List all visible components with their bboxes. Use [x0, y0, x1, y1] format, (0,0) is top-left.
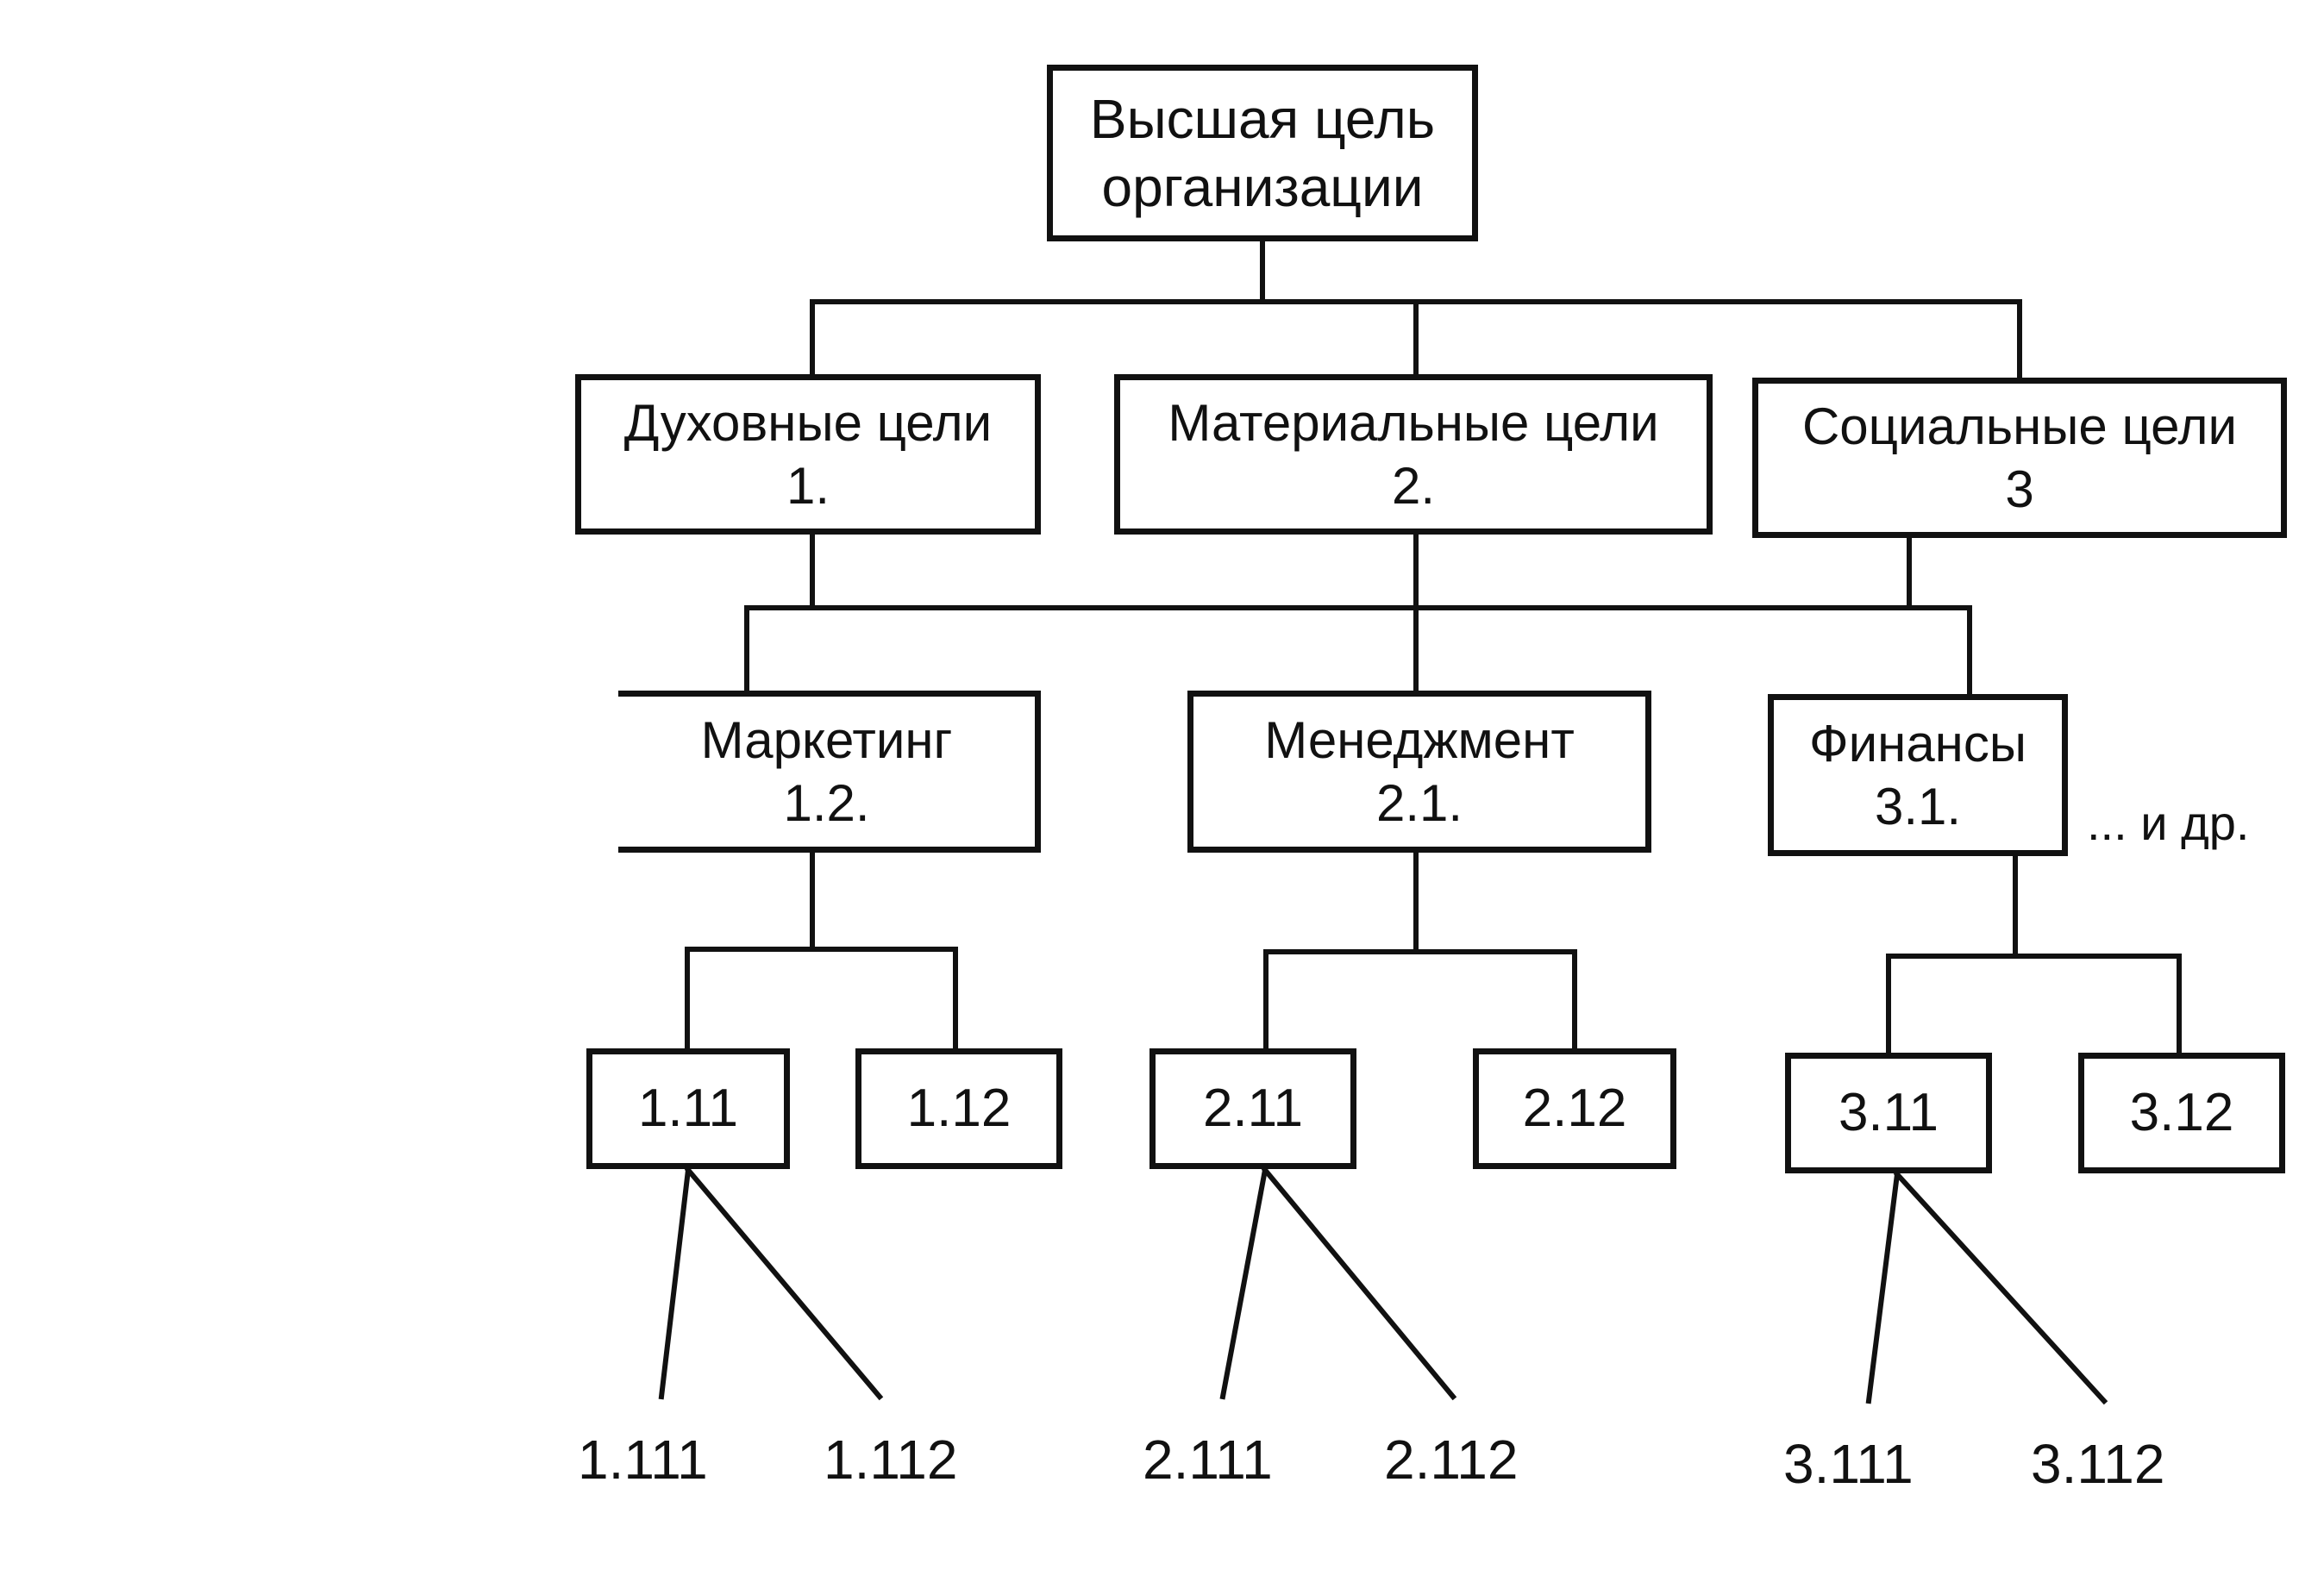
goal-box-material: Материальные цели 2. — [1114, 374, 1713, 535]
subgoal-code: 2.1. — [1375, 774, 1463, 832]
leaf-label-3-111: 3.111 — [1783, 1433, 1914, 1495]
subgoal-title: Маркетинг — [700, 710, 953, 769]
task-code: 3.12 — [2129, 1083, 2234, 1143]
leaf-label-1-111: 1.111 — [578, 1429, 708, 1491]
task-box-1-11: 1.11 — [586, 1048, 790, 1169]
more-goals-note: ... и др. — [2087, 796, 2250, 850]
goal-title: Духовные цели — [623, 393, 993, 452]
subgoal-box-marketing: Маркетинг 1.2. — [618, 691, 1041, 853]
goal-code: 3 — [2005, 460, 2034, 518]
leaf-label-1-112: 1.112 — [824, 1429, 958, 1491]
subgoal-code: 1.2. — [783, 774, 870, 832]
task-code: 2.12 — [1522, 1079, 1627, 1139]
leaf-label-2-111: 2.111 — [1143, 1429, 1273, 1491]
task-box-3-11: 3.11 — [1785, 1053, 1992, 1173]
task-box-1-12: 1.12 — [855, 1048, 1062, 1169]
subgoal-title: Менеджмент — [1264, 710, 1575, 769]
task-box-2-11: 2.11 — [1149, 1048, 1356, 1169]
task-code: 1.12 — [906, 1079, 1012, 1139]
task-code: 3.11 — [1838, 1083, 1939, 1143]
goal-box-social: Социальные цели 3 — [1752, 378, 2287, 538]
subgoal-box-finance: Финансы 3.1. — [1768, 694, 2068, 856]
subgoal-code: 3.1. — [1874, 778, 1962, 835]
goal-code: 2. — [1391, 457, 1436, 515]
leaf-label-2-112: 2.112 — [1384, 1429, 1519, 1491]
root-goal-box: Высшая цель организации — [1047, 65, 1478, 241]
subgoal-box-management: Менеджмент 2.1. — [1187, 691, 1651, 853]
root-goal-line1: Высшая цель — [1089, 88, 1436, 151]
task-code: 2.11 — [1202, 1079, 1304, 1139]
leaf-label-3-112: 3.112 — [2031, 1433, 2165, 1495]
goal-title: Материальные цели — [1168, 393, 1659, 452]
task-code: 1.11 — [637, 1079, 739, 1139]
goal-title: Социальные цели — [1801, 397, 2238, 455]
task-box-3-12: 3.12 — [2078, 1053, 2285, 1173]
root-goal-line2: организации — [1101, 155, 1424, 218]
task-box-2-12: 2.12 — [1473, 1048, 1676, 1169]
goal-code: 1. — [786, 457, 830, 515]
subgoal-title: Финансы — [1809, 714, 2026, 772]
goal-box-spiritual: Духовные цели 1. — [575, 374, 1041, 535]
